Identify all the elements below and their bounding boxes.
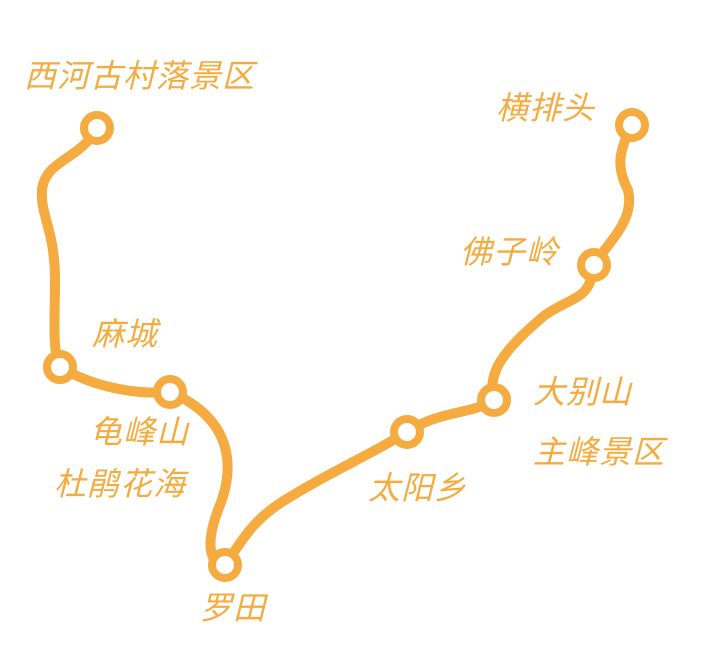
station-label-dabie: 大别山 <box>533 373 633 411</box>
station-label-fozi: 佛子岭 <box>460 233 560 271</box>
station-marker-taiyang <box>390 415 424 449</box>
station-label-taiyang: 太阳乡 <box>368 469 468 507</box>
station-label-guifeng: 龟峰山 <box>90 413 190 451</box>
station-marker-hengpai <box>615 108 649 142</box>
station-marker-luotian <box>208 548 242 582</box>
station-marker-xihe <box>80 111 114 145</box>
station-label-xihe: 西河古村落景区 <box>24 57 256 95</box>
station-label-dabie-line2: 主峰景区 <box>533 433 666 471</box>
station-label-luotian: 罗田 <box>200 589 267 627</box>
station-marker-dabie <box>477 383 511 417</box>
station-marker-macheng <box>43 350 77 384</box>
station-label-macheng: 麻城 <box>92 315 159 353</box>
route-line <box>36 120 637 570</box>
station-marker-guifeng <box>153 375 187 409</box>
station-marker-fozi <box>577 248 611 282</box>
station-label-hengpai: 横排头 <box>496 89 596 127</box>
station-label-guifeng-line2: 杜鹃花海 <box>54 465 187 503</box>
